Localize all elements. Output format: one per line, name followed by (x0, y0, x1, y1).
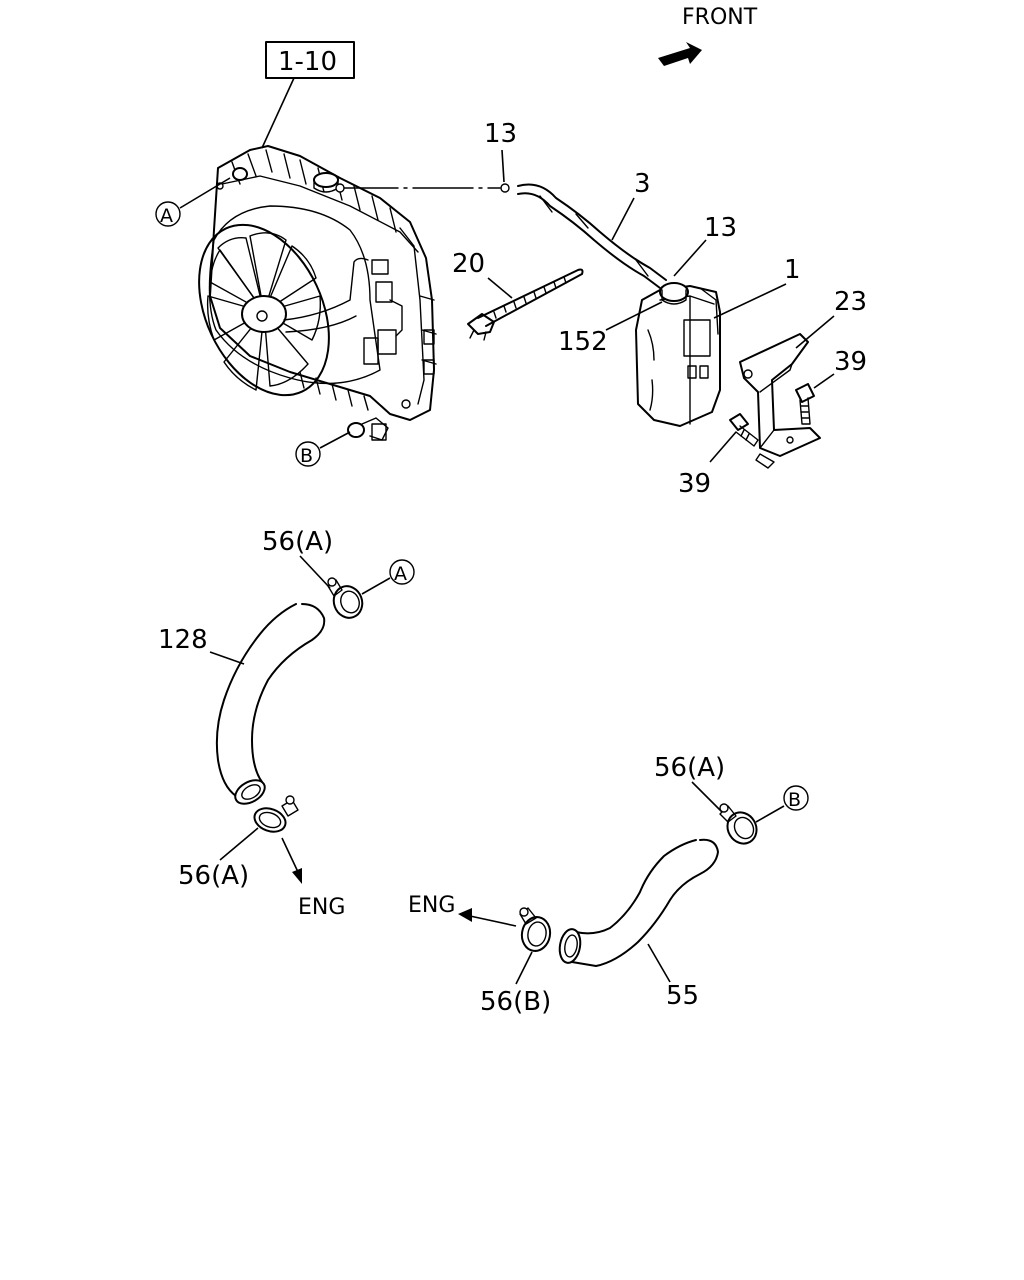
overflow-hose (517, 183, 667, 289)
part-39-right: 39 (834, 347, 867, 377)
part-56b: 56(B) (480, 987, 551, 1017)
part-1: 1 (784, 255, 801, 285)
part-55: 55 (666, 981, 699, 1011)
bolt-39-bottom (729, 413, 759, 447)
coolant-reservoir-tank (635, 282, 721, 427)
hose-clamp-lower-left (519, 907, 552, 952)
callout-b-bottom-label: B (300, 445, 313, 467)
reference-box: 1-10 (265, 41, 355, 79)
callout-a-hose-label: A (394, 563, 407, 585)
reference-box-label: 1-10 (278, 47, 337, 77)
part-3: 3 (634, 169, 651, 199)
part-13-top: 13 (484, 119, 517, 149)
eng-arrow-left (281, 837, 302, 884)
eng-arrow-right (458, 908, 517, 927)
callout-b-hose-label: B (788, 789, 801, 811)
callout-a-hose: A (361, 559, 415, 595)
part-128: 128 (158, 625, 208, 655)
part-56a-upper: 56(A) (262, 527, 333, 557)
callout-a-top: A (155, 177, 231, 227)
callout-b-bottom: B (295, 431, 351, 467)
hose-clamp-lower-right (719, 803, 758, 845)
eng-label-right: ENG (408, 893, 455, 918)
bolt-39-right (795, 383, 815, 425)
radiator-hose-lower (558, 838, 719, 967)
mounting-bracket (739, 333, 821, 469)
part-23: 23 (834, 287, 867, 317)
hose-clamp-upper-bottom (253, 795, 299, 833)
part-20: 20 (452, 249, 485, 279)
front-arrow-icon (658, 42, 702, 66)
callout-b-hose: B (755, 785, 809, 823)
part-39-bottom: 39 (678, 469, 711, 499)
cable-tie (467, 268, 584, 341)
part-13-right: 13 (704, 213, 737, 243)
radiator-hose-upper (215, 603, 326, 805)
callout-a-top-label: A (160, 205, 173, 227)
radiator-fan-assembly (198, 145, 437, 441)
hose-clip-13-top (500, 183, 510, 193)
part-56a-lower: 56(A) (178, 861, 249, 891)
front-label: FRONT (682, 5, 758, 30)
part-152: 152 (558, 327, 608, 357)
part-56a-right: 56(A) (654, 753, 725, 783)
eng-label-left: ENG (298, 895, 345, 920)
hose-clamp-upper-top (327, 577, 364, 619)
